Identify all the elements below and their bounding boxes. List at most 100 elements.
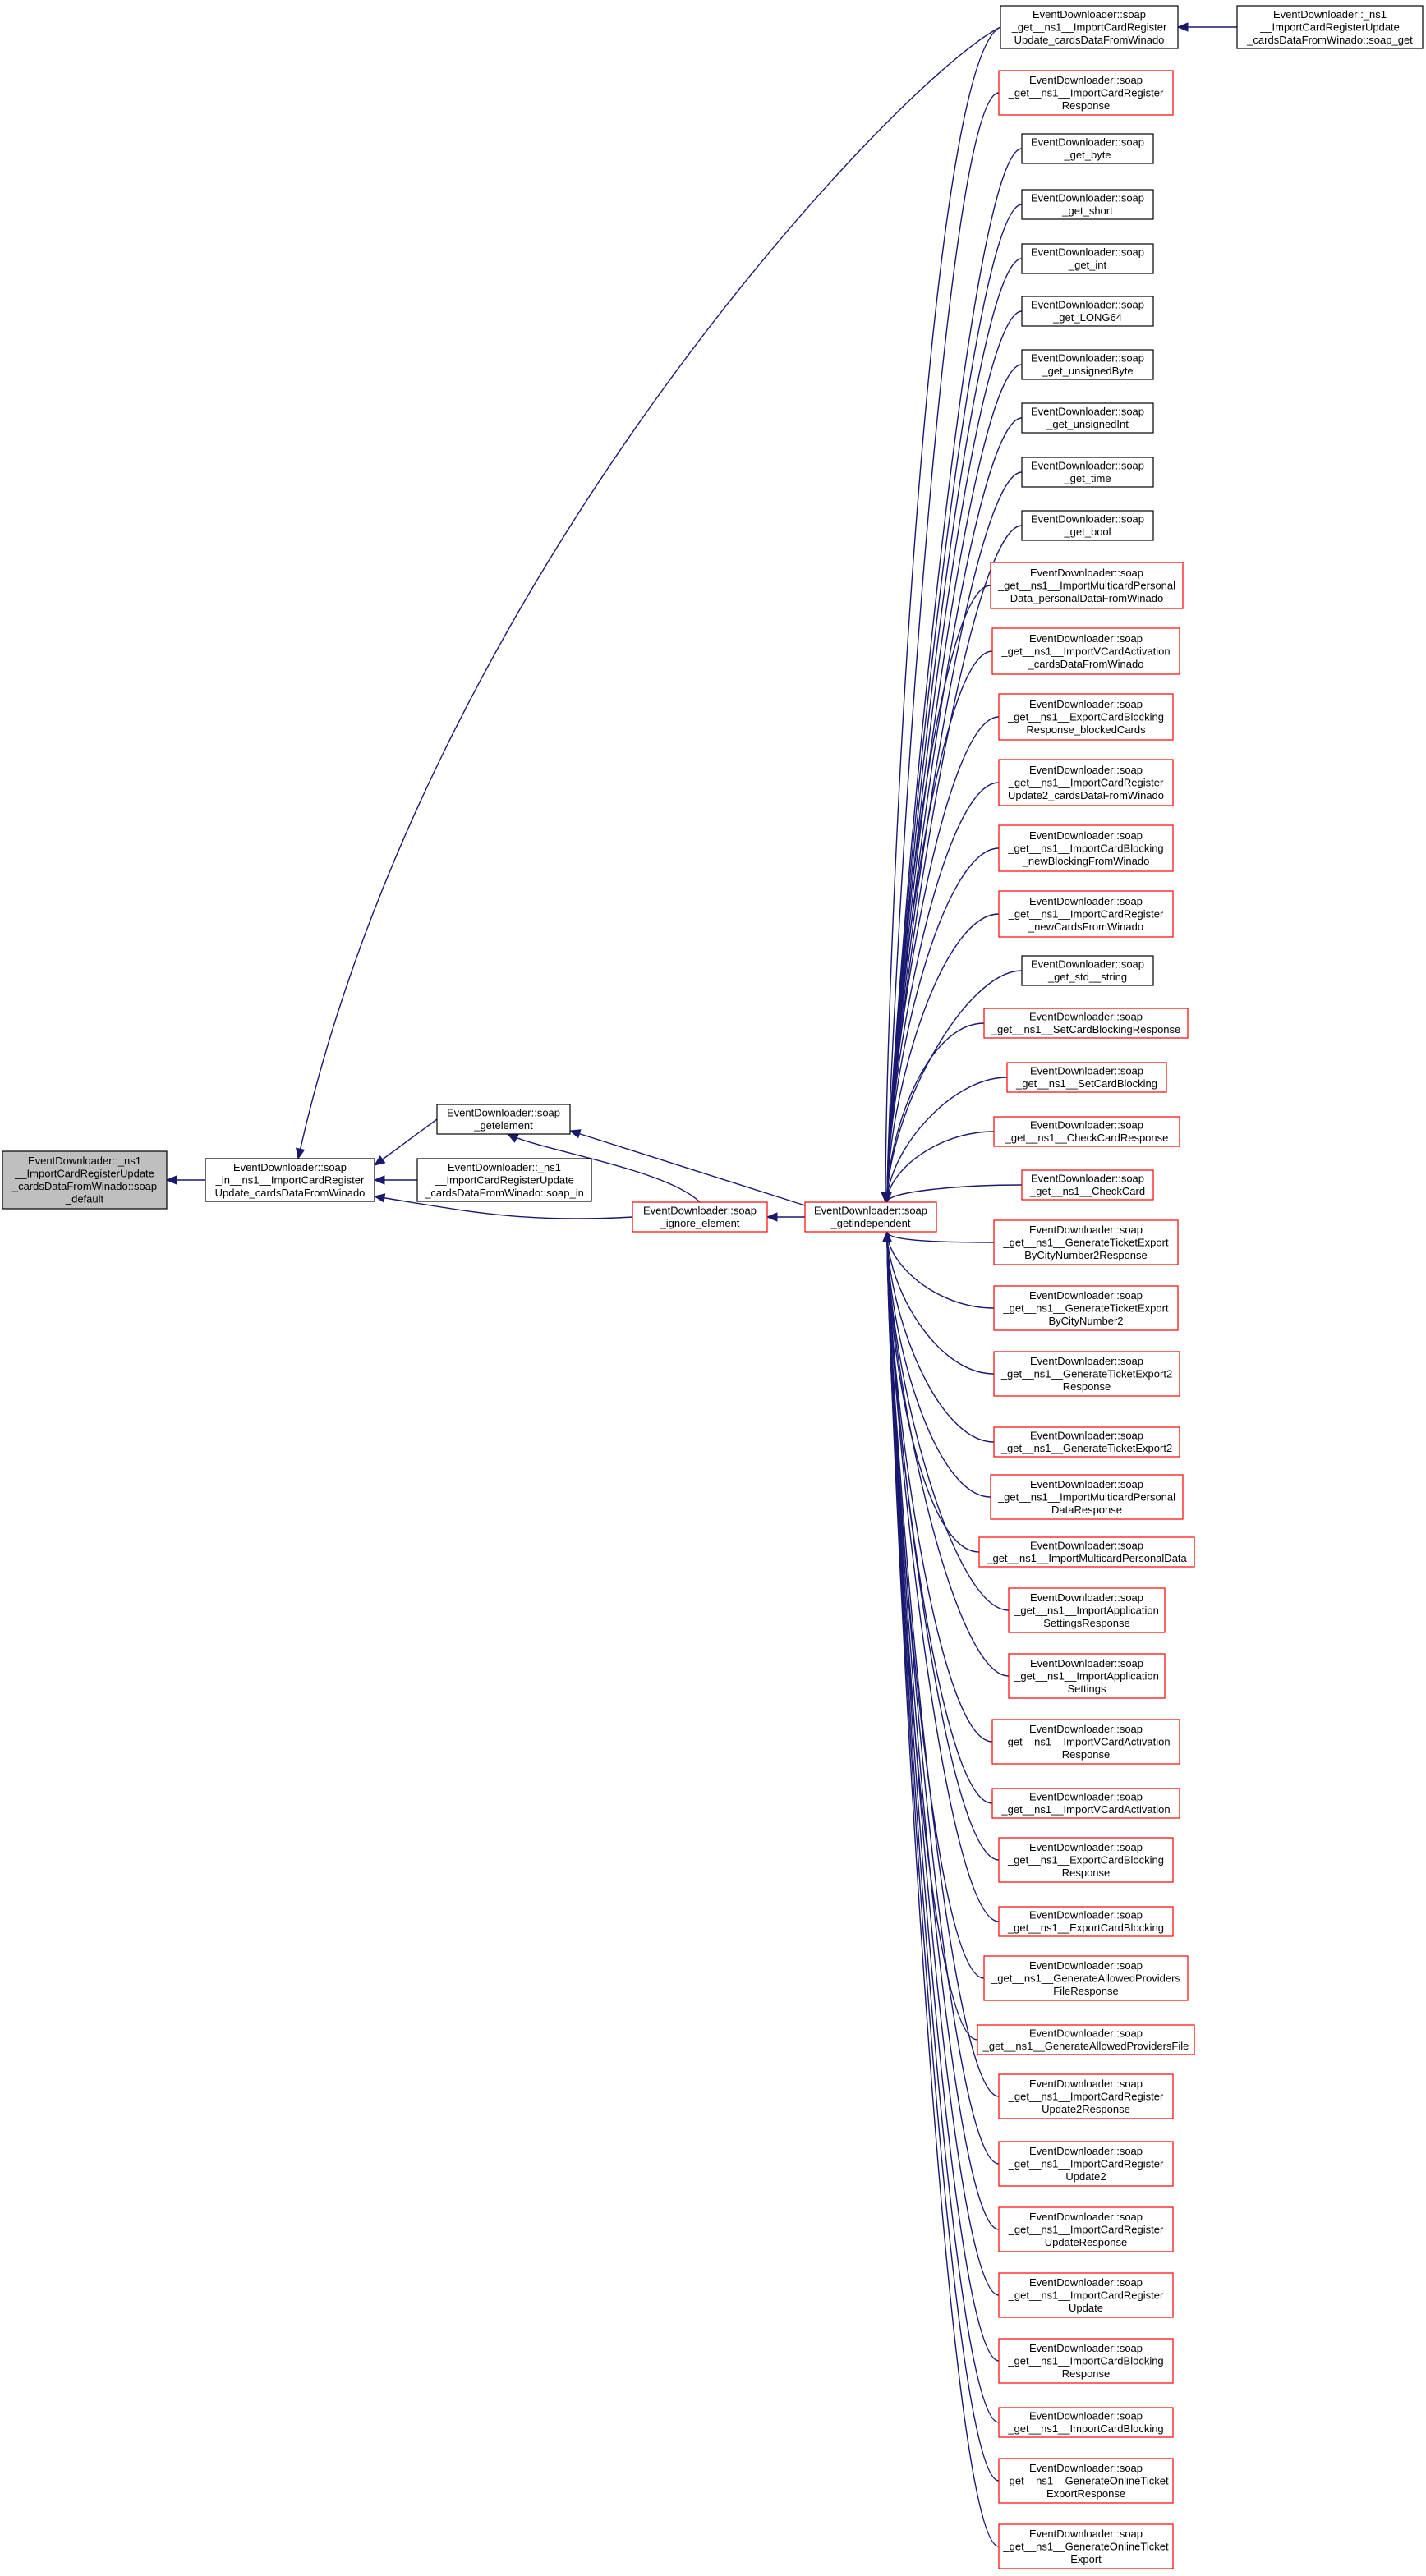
node-getelement[interactable]: EventDownloader::soap_getelement bbox=[436, 1104, 571, 1135]
edge-line bbox=[886, 650, 993, 1203]
node-box bbox=[998, 2073, 1174, 2119]
node-box bbox=[991, 1719, 1180, 1765]
node-r38[interactable]: EventDownloader::soap_get__ns1__ImportCa… bbox=[998, 2272, 1174, 2318]
node-r11[interactable]: EventDownloader::soap_get__ns1__ImportVC… bbox=[991, 627, 1180, 675]
node-r1[interactable]: EventDownloader::soap_get__ns1__ImportCa… bbox=[998, 70, 1174, 116]
node-label: _get__ns1__ImportCardBlocking bbox=[1007, 842, 1163, 854]
node-r13[interactable]: EventDownloader::soap_get__ns1__ImportCa… bbox=[998, 759, 1174, 806]
node-box bbox=[998, 759, 1174, 806]
node-getindependent[interactable]: EventDownloader::soap_getindependent bbox=[804, 1201, 937, 1233]
edge-arrowhead bbox=[568, 1129, 582, 1139]
node-label: UpdateResponse bbox=[1045, 2236, 1127, 2248]
node-label: _getindependent bbox=[830, 1217, 911, 1229]
node-r37[interactable]: EventDownloader::soap_get__ns1__ImportCa… bbox=[998, 2206, 1174, 2252]
node-r20[interactable]: EventDownloader::soap_get__ns1__CheckCar… bbox=[1021, 1169, 1154, 1201]
node-label: _get_LONG64 bbox=[1052, 311, 1122, 324]
edge-line bbox=[886, 913, 1000, 1203]
node-r27[interactable]: EventDownloader::soap_get__ns1__ImportAp… bbox=[1008, 1587, 1166, 1633]
node-label: EventDownloader::soap bbox=[1029, 2462, 1143, 2474]
node-r34[interactable]: EventDownloader::soap_get__ns1__Generate… bbox=[977, 2024, 1195, 2055]
node-get_upd_cards[interactable]: EventDownloader::soap_get__ns1__ImportCa… bbox=[1000, 5, 1179, 49]
node-r4[interactable]: EventDownloader::soap_get_int bbox=[1021, 243, 1154, 274]
node-r14[interactable]: EventDownloader::soap_get__ns1__ImportCa… bbox=[998, 824, 1174, 872]
node-box bbox=[990, 1474, 1184, 1520]
node-r12[interactable]: EventDownloader::soap_get__ns1__ExportCa… bbox=[998, 693, 1174, 741]
node-label: EventDownloader::soap bbox=[1029, 1224, 1143, 1236]
node-soap_get_method[interactable]: EventDownloader::_ns1__ImportCardRegiste… bbox=[1236, 5, 1424, 49]
node-r10[interactable]: EventDownloader::soap_get__ns1__ImportMu… bbox=[990, 562, 1184, 609]
node-r36[interactable]: EventDownloader::soap_get__ns1__ImportCa… bbox=[998, 2141, 1174, 2187]
node-r32[interactable]: EventDownloader::soap_get__ns1__ExportCa… bbox=[998, 1906, 1174, 1937]
node-soap_in_upd[interactable]: EventDownloader::soap_in__ns1__ImportCar… bbox=[205, 1158, 375, 1202]
node-r9[interactable]: EventDownloader::soap_get_bool bbox=[1021, 510, 1154, 541]
node-r28[interactable]: EventDownloader::soap_get__ns1__ImportAp… bbox=[1008, 1653, 1166, 1699]
edge-arrowhead bbox=[296, 1147, 306, 1160]
node-label: Update_cardsDataFromWinado bbox=[215, 1187, 366, 1199]
node-r2[interactable]: EventDownloader::soap_get_byte bbox=[1021, 133, 1154, 164]
node-box bbox=[1021, 349, 1154, 380]
node-box bbox=[632, 1201, 768, 1233]
edge-line bbox=[569, 1130, 806, 1206]
edge-line bbox=[886, 970, 1023, 1203]
node-label: EventDownloader::soap bbox=[1029, 2342, 1143, 2354]
node-r29[interactable]: EventDownloader::soap_get__ns1__ImportVC… bbox=[991, 1719, 1180, 1765]
node-r3[interactable]: EventDownloader::soap_get_short bbox=[1021, 189, 1154, 220]
edge-line bbox=[886, 1231, 995, 1309]
node-label: _get__ns1__ImportCardRegister bbox=[1008, 2289, 1164, 2301]
edges-layer bbox=[165, 22, 1237, 2547]
node-soap_in_method[interactable]: EventDownloader::_ns1__ImportCardRegiste… bbox=[416, 1158, 592, 1202]
node-label: _get__ns1__GenerateTicketExport2 bbox=[1000, 1367, 1172, 1380]
node-r16[interactable]: EventDownloader::soap_get_std__string bbox=[1021, 955, 1154, 986]
node-r23[interactable]: EventDownloader::soap_get__ns1__Generate… bbox=[993, 1351, 1180, 1397]
edge-line bbox=[886, 847, 1000, 1203]
node-label: _get_byte bbox=[1063, 149, 1111, 161]
node-r18[interactable]: EventDownloader::soap_get__ns1__SetCardB… bbox=[1006, 1062, 1167, 1093]
node-label: EventDownloader::soap bbox=[1031, 352, 1144, 365]
node-box bbox=[1021, 1169, 1154, 1201]
node-r7[interactable]: EventDownloader::soap_get_unsignedInt bbox=[1021, 402, 1154, 434]
node-r26[interactable]: EventDownloader::soap_get__ns1__ImportMu… bbox=[978, 1536, 1195, 1568]
node-label: Export bbox=[1070, 2553, 1102, 2565]
node-r22[interactable]: EventDownloader::soap_get__ns1__Generate… bbox=[993, 1285, 1179, 1331]
node-ignore_element[interactable]: EventDownloader::soap_ignore_element bbox=[632, 1201, 768, 1233]
edge-line bbox=[886, 1231, 991, 1498]
node-r30[interactable]: EventDownloader::soap_get__ns1__ImportVC… bbox=[991, 1788, 1180, 1819]
node-label: _newBlockingFromWinado bbox=[1022, 855, 1150, 867]
node-r35[interactable]: EventDownloader::soap_get__ns1__ImportCa… bbox=[998, 2073, 1174, 2119]
node-r6[interactable]: EventDownloader::soap_get_unsignedByte bbox=[1021, 349, 1154, 380]
node-label: _get__ns1__GenerateTicketExport bbox=[1002, 1236, 1169, 1248]
node-r25[interactable]: EventDownloader::soap_get__ns1__ImportMu… bbox=[990, 1474, 1184, 1520]
node-r15[interactable]: EventDownloader::soap_get__ns1__ImportCa… bbox=[998, 890, 1174, 938]
node-box bbox=[993, 1219, 1179, 1265]
node-box bbox=[1021, 955, 1154, 986]
node-box bbox=[1021, 296, 1154, 327]
node-r40[interactable]: EventDownloader::soap_get__ns1__ImportCa… bbox=[998, 2407, 1174, 2438]
node-root[interactable]: EventDownloader::_ns1__ImportCardRegiste… bbox=[2, 1150, 168, 1210]
node-label: EventDownloader::soap bbox=[1031, 406, 1144, 418]
node-label: EventDownloader::soap bbox=[1030, 1591, 1143, 1604]
node-box bbox=[998, 2523, 1174, 2569]
node-label: EventDownloader::soap bbox=[1030, 1657, 1143, 1669]
node-r17[interactable]: EventDownloader::soap_get__ns1__SetCardB… bbox=[983, 1008, 1189, 1039]
node-r42[interactable]: EventDownloader::soap_get__ns1__Generate… bbox=[998, 2523, 1174, 2569]
node-r21[interactable]: EventDownloader::soap_get__ns1__Generate… bbox=[993, 1219, 1179, 1265]
edge-line bbox=[886, 1231, 1000, 2547]
node-label: _get__ns1__ExportCardBlocking bbox=[1007, 1922, 1164, 1934]
node-r24[interactable]: EventDownloader::soap_get__ns1__Generate… bbox=[993, 1426, 1180, 1458]
node-r19[interactable]: EventDownloader::soap_get__ns1__CheckCar… bbox=[993, 1116, 1180, 1147]
node-r39[interactable]: EventDownloader::soap_get__ns1__ImportCa… bbox=[998, 2338, 1174, 2384]
call-edge bbox=[296, 26, 1001, 1160]
node-r8[interactable]: EventDownloader::soap_get_time bbox=[1021, 457, 1154, 488]
node-box bbox=[998, 2206, 1174, 2252]
node-r31[interactable]: EventDownloader::soap_get__ns1__ExportCa… bbox=[998, 1837, 1174, 1883]
node-label: _get__ns1__GenerateAllowedProviders bbox=[991, 1972, 1180, 1984]
node-label: EventDownloader::soap bbox=[1030, 1540, 1143, 1552]
node-label: _default bbox=[65, 1193, 104, 1205]
node-box bbox=[998, 2338, 1174, 2384]
node-r33[interactable]: EventDownloader::soap_get__ns1__Generate… bbox=[983, 1955, 1189, 2001]
node-label: _get__ns1__GenerateOnlineTicket bbox=[1002, 2540, 1169, 2552]
node-r5[interactable]: EventDownloader::soap_get_LONG64 bbox=[1021, 296, 1154, 327]
node-label: _get__ns1__ImportCardRegister bbox=[1011, 21, 1167, 33]
node-label: EventDownloader::soap bbox=[1029, 2145, 1143, 2157]
node-r41[interactable]: EventDownloader::soap_get__ns1__Generate… bbox=[998, 2458, 1174, 2504]
